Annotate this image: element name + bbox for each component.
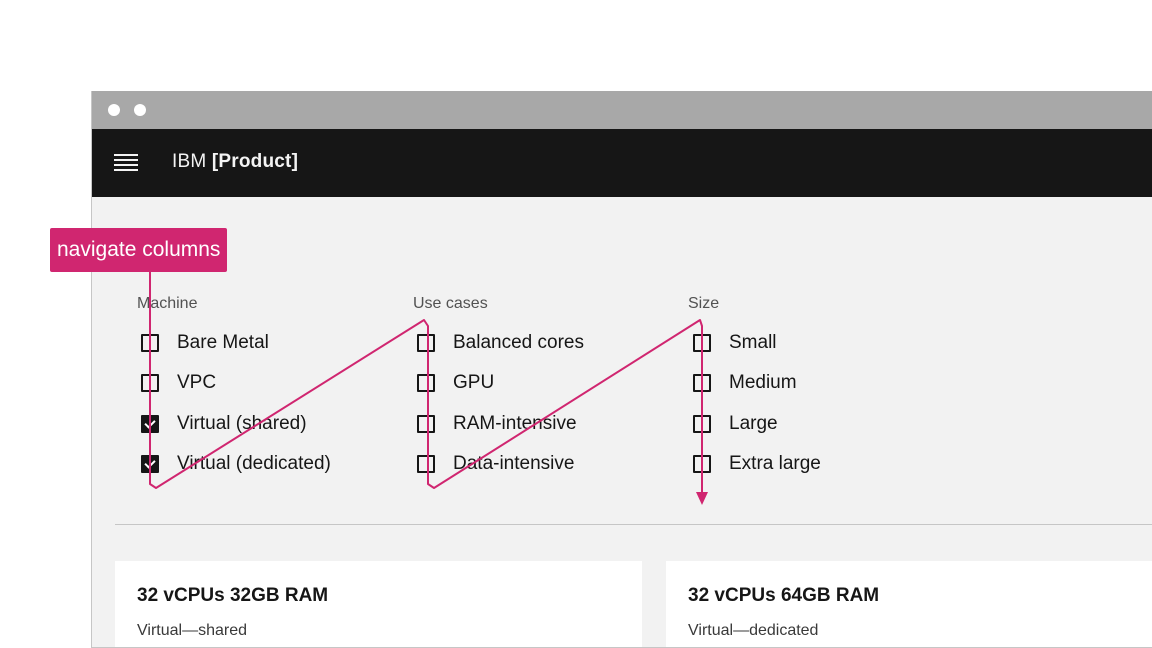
checkbox[interactable] (693, 374, 711, 392)
filter-option-vpc[interactable]: VPC (141, 370, 216, 396)
machine-column-title: Machine (137, 295, 198, 312)
option-label: Data-intensive (453, 453, 575, 474)
filter-option-medium[interactable]: Medium (693, 370, 797, 396)
use-cases-column-title: Use cases (413, 295, 488, 312)
filter-option-ram-intensive[interactable]: RAM-intensive (417, 411, 577, 437)
option-label: Bare Metal (177, 332, 269, 353)
filter-option-extra-large[interactable]: Extra large (693, 451, 821, 477)
checkbox[interactable] (417, 415, 435, 433)
checkbox[interactable] (693, 334, 711, 352)
checkbox[interactable] (693, 415, 711, 433)
option-label: Balanced cores (453, 332, 584, 353)
section-divider (115, 524, 1152, 525)
filter-option-virtual-shared[interactable]: Virtual (shared) (141, 411, 307, 437)
window-control-dot[interactable] (108, 104, 120, 116)
navigate-columns-annotation: navigate columns (50, 228, 228, 272)
size-column-title: Size (688, 295, 720, 312)
checkbox[interactable] (417, 374, 435, 392)
filter-option-gpu[interactable]: GPU (417, 370, 494, 396)
checkbox[interactable] (141, 415, 159, 433)
checkbox[interactable] (417, 455, 435, 473)
result-card[interactable]: 32 vCPUs 32GB RAM Virtual—shared (115, 561, 642, 647)
option-label: Extra large (729, 453, 821, 474)
hamburger-menu-icon[interactable] (114, 154, 138, 172)
app-window: IBM [Product] Machine Use cases Size Bar… (91, 91, 1152, 648)
window-titlebar (92, 91, 1152, 129)
filter-option-large[interactable]: Large (693, 411, 778, 437)
checkbox[interactable] (417, 334, 435, 352)
filter-option-balanced-cores[interactable]: Balanced cores (417, 330, 584, 356)
brand-name: IBM (172, 151, 207, 172)
option-label: Virtual (dedicated) (177, 453, 331, 474)
option-label: Large (729, 413, 778, 434)
card-title: 32 vCPUs 32GB RAM (137, 585, 329, 606)
option-label: RAM-intensive (453, 413, 577, 434)
filter-option-data-intensive[interactable]: Data-intensive (417, 451, 574, 477)
option-label: Virtual (shared) (177, 413, 307, 434)
option-label: GPU (453, 372, 495, 393)
result-card[interactable]: 32 vCPUs 64GB RAM Virtual—dedicated (666, 561, 1152, 647)
window-control-dot[interactable] (134, 104, 146, 116)
checkbox[interactable] (141, 455, 159, 473)
filter-option-virtual-dedicated[interactable]: Virtual (dedicated) (141, 451, 331, 477)
app-header: IBM [Product] (92, 129, 1152, 197)
option-label: Medium (729, 372, 797, 393)
card-title: 32 vCPUs 64GB RAM (688, 585, 880, 606)
checkbox[interactable] (693, 455, 711, 473)
card-subtitle: Virtual—dedicated (688, 622, 819, 639)
product-name[interactable]: IBM [Product] (172, 151, 298, 173)
option-label: VPC (177, 372, 217, 393)
card-subtitle: Virtual—shared (137, 622, 247, 639)
filter-option-bare-metal[interactable]: Bare Metal (141, 330, 269, 356)
product-label: [Product] (211, 151, 299, 172)
checkbox[interactable] (141, 374, 159, 392)
checkbox[interactable] (141, 334, 159, 352)
option-label: Small (729, 332, 777, 353)
filter-option-small[interactable]: Small (693, 330, 777, 356)
